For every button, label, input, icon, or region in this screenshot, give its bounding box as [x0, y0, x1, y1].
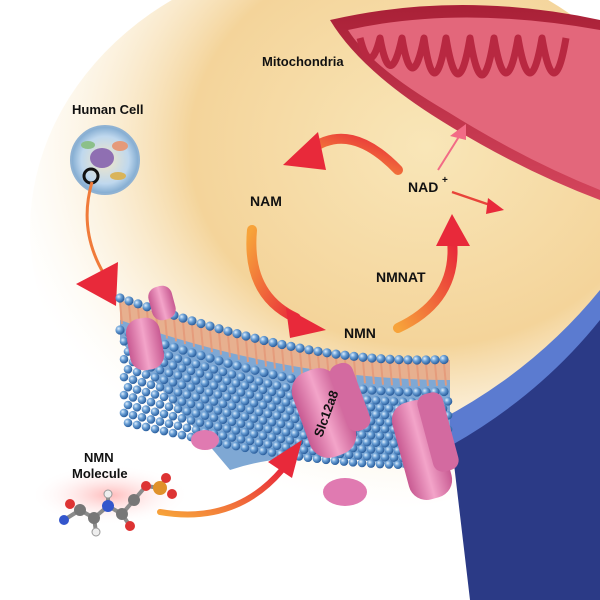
nad-outflow-arrow [451, 190, 494, 208]
human-cell-icon [70, 125, 140, 195]
vesicle [323, 478, 367, 506]
membrane-protein-upper [148, 285, 176, 321]
outer-membrane-edge [450, 300, 600, 600]
nmn-label: NMN [344, 325, 376, 341]
mitochondria-label: Mitochondria [262, 54, 344, 69]
nad-to-mitochondria-arrow [437, 134, 461, 171]
human-cell-label: Human Cell [72, 102, 144, 117]
nmnat-label: NMNAT [376, 269, 426, 285]
nmn-molecule-label-line1: NMN [84, 450, 114, 465]
pathway-cycle [246, 124, 504, 338]
nam-to-nmn-arrowhead [286, 308, 326, 338]
mitochondrion [330, 5, 600, 200]
nmn-molecule-label-line2: Molecule [72, 466, 128, 481]
nad-superscript: + [442, 175, 448, 186]
nam-to-nmn-arrow [246, 225, 301, 323]
membrane-protein-left [125, 317, 165, 371]
cell-to-membrane-arrow [85, 181, 106, 275]
slc12a8-transporter [291, 362, 371, 458]
molecule-to-transporter-arrow [157, 467, 285, 518]
nmn-to-nad-arrowhead [436, 214, 470, 246]
membrane-protein-right [391, 392, 459, 500]
nam-label: NAM [250, 193, 282, 209]
nad-to-nam-arrowhead [283, 132, 326, 170]
cell-to-membrane-arrowhead [76, 262, 118, 306]
molecule-to-transporter-arrowhead [268, 440, 302, 478]
nad-label: NAD [408, 179, 438, 195]
vesicle [191, 430, 219, 450]
nmn-to-nad-arrow [393, 235, 458, 333]
nmn-molecule-atoms [59, 473, 177, 537]
